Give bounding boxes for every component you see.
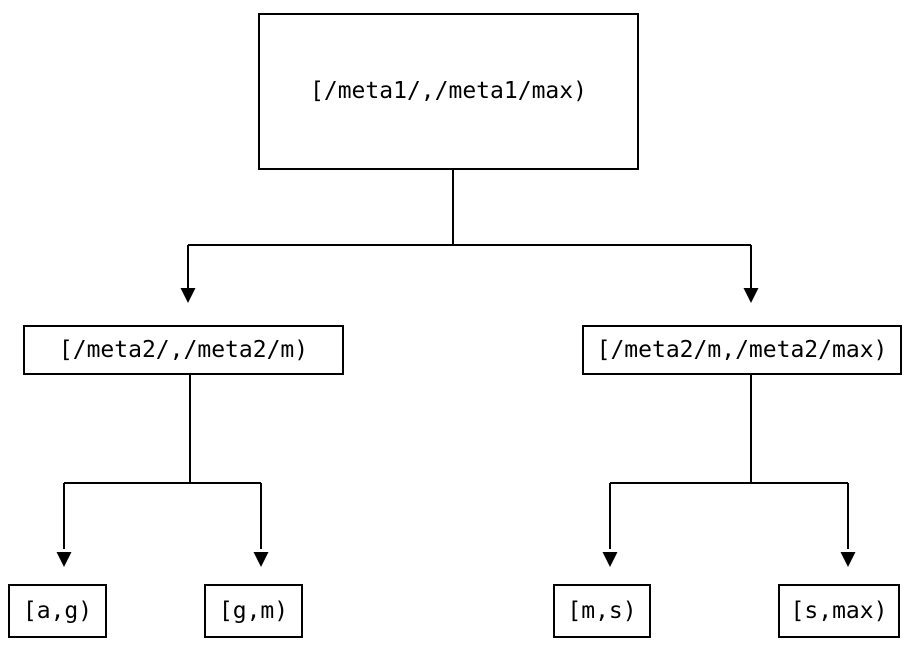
node-leaf-a-g-label: [a,g)	[22, 597, 93, 624]
arrowhead-down-icon	[180, 288, 196, 303]
node-leaf-m-s-label: [m,s)	[567, 597, 637, 624]
node-meta2-high-label: [/meta2/m,/meta2/max)	[596, 336, 888, 363]
node-root-label: [/meta1/,/meta1/max)	[310, 78, 587, 104]
arrowhead-down-icon	[253, 552, 269, 567]
node-leaf-a-g: [a,g)	[8, 584, 107, 638]
arrowhead-down-icon	[840, 552, 856, 567]
node-leaf-g-m-label: [g,m)	[218, 597, 289, 624]
node-leaf-m-s: [m,s)	[553, 584, 651, 638]
node-leaf-s-max-label: [s,max)	[790, 597, 888, 624]
node-meta2-low-label: [/meta2/,/meta2/m)	[58, 336, 309, 363]
node-leaf-s-max: [s,max)	[778, 584, 900, 638]
node-meta2-low: [/meta2/,/meta2/m)	[23, 325, 344, 375]
node-meta2-high: [/meta2/m,/meta2/max)	[582, 325, 902, 375]
arrowhead-down-icon	[56, 552, 72, 567]
node-leaf-g-m: [g,m)	[204, 584, 303, 638]
node-root: [/meta1/,/meta1/max)	[258, 13, 639, 170]
arrowhead-down-icon	[602, 552, 618, 567]
arrowhead-down-icon	[743, 288, 759, 303]
